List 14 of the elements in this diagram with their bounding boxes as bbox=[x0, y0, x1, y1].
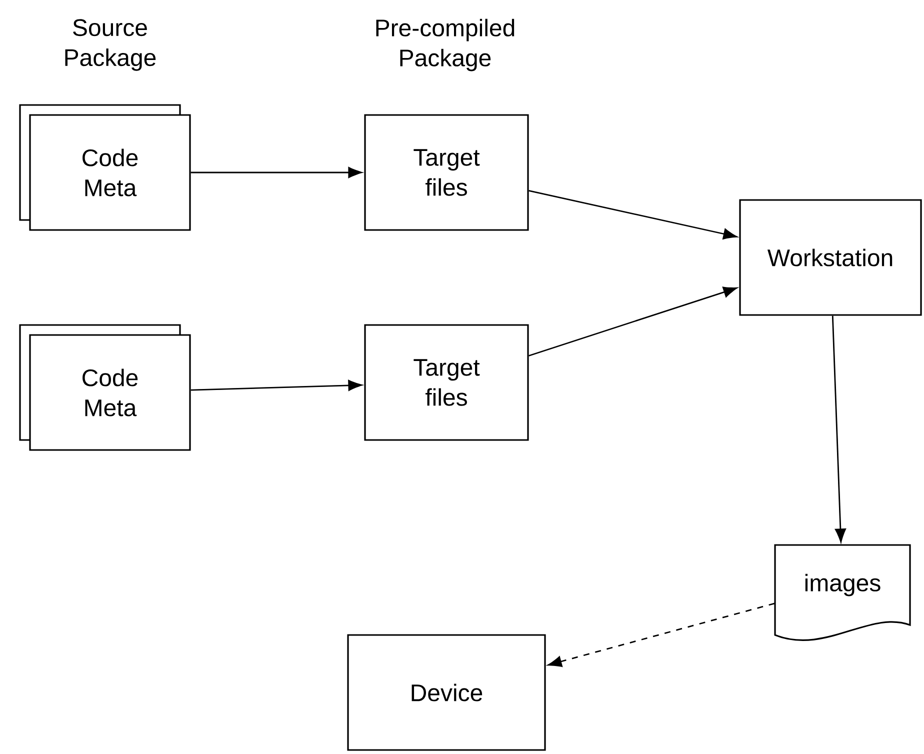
process-box: Target files bbox=[364, 114, 529, 231]
stacked-box: Code Meta bbox=[19, 104, 191, 231]
stacked-box: Code Meta bbox=[19, 324, 191, 451]
process-box: Workstation bbox=[739, 199, 922, 316]
arrow bbox=[528, 190, 738, 240]
arrow bbox=[528, 286, 738, 356]
arrow bbox=[548, 602, 775, 667]
column-heading: Pre-compiled Package bbox=[376, 18, 514, 72]
arrow bbox=[190, 167, 362, 178]
process-box: Target files bbox=[364, 324, 529, 441]
column-heading: Source Package bbox=[65, 19, 156, 71]
arrow bbox=[190, 380, 362, 391]
arrow bbox=[832, 316, 846, 542]
process-box: Device bbox=[347, 634, 546, 751]
